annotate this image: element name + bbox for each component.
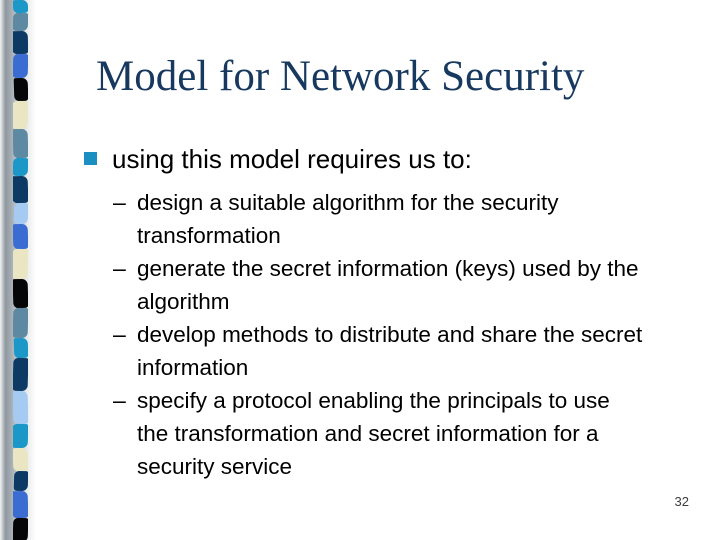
- slide-title: Model for Network Security: [96, 53, 585, 100]
- sub-bullet-text: develop methods to distribute and share …: [137, 322, 643, 380]
- mosaic-tile: [13, 337, 28, 359]
- sub-bullet-item: – generate the secret information (keys)…: [113, 252, 698, 318]
- mosaic-tile: [13, 100, 28, 130]
- sub-bullet-item: – specify a protocol enabling the princi…: [113, 384, 698, 483]
- bullet-item: using this model requires us to:: [84, 144, 472, 175]
- mosaic-tile: [13, 0, 28, 14]
- mosaic-tile: [13, 423, 28, 449]
- mosaic-tile: [13, 53, 28, 79]
- dash-bullet-icon: –: [113, 189, 126, 215]
- mosaic-tile: [13, 175, 28, 204]
- mosaic-tile: [13, 12, 28, 32]
- mosaic-tile: [13, 307, 28, 339]
- mosaic-tile: [13, 77, 28, 102]
- mosaic-tile: [13, 447, 28, 472]
- mosaic-tile: [13, 517, 28, 540]
- page-number: 32: [674, 494, 689, 509]
- bullet-square-icon: [84, 152, 97, 165]
- mosaic-tile: [13, 470, 28, 492]
- mosaic-tile: [13, 248, 28, 280]
- mosaic-tile: [13, 30, 28, 55]
- left-decor-bar: [0, 0, 36, 540]
- mosaic-tile: [13, 128, 28, 159]
- bullet-text: using this model requires us to:: [112, 144, 472, 174]
- mosaic-tile: [13, 223, 28, 250]
- mosaic-tile: [13, 278, 28, 309]
- sub-bullet-text: generate the secret information (keys) u…: [137, 256, 639, 314]
- dash-bullet-icon: –: [113, 255, 126, 281]
- mosaic-tile: [13, 490, 28, 519]
- dash-bullet-icon: –: [113, 321, 126, 347]
- sub-bullet-list: – design a suitable algorithm for the se…: [113, 186, 698, 483]
- mosaic-tile: [13, 390, 28, 425]
- mosaic-tile: [13, 202, 28, 225]
- mosaic-tile: [13, 357, 28, 392]
- sub-bullet-item: – design a suitable algorithm for the se…: [113, 186, 698, 252]
- mosaic-tiles: [13, 0, 28, 540]
- sub-bullet-item: – develop methods to distribute and shar…: [113, 318, 698, 384]
- sub-bullet-text: specify a protocol enabling the principa…: [137, 388, 610, 479]
- dash-bullet-icon: –: [113, 387, 126, 413]
- sub-bullet-text: design a suitable algorithm for the secu…: [137, 190, 559, 248]
- mosaic-tile: [13, 157, 28, 177]
